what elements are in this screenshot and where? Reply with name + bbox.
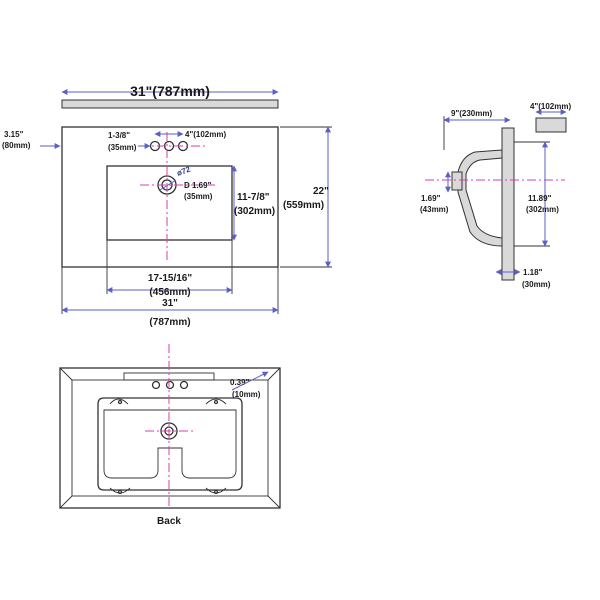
bevel-br [267, 495, 281, 509]
bevel-bl [59, 495, 73, 509]
bottom-drain-outer [160, 422, 178, 440]
label-side-depth: 9"(230mm) [451, 109, 492, 118]
bottom-faucet-hole-left [151, 380, 161, 390]
label-bottom-width-in: 31" [162, 298, 178, 309]
screw-tr [213, 399, 219, 405]
bevel-tl [59, 367, 73, 381]
label-side-drain-offset-mm: (43mm) [420, 205, 449, 214]
label-drain-dia: D 1.69" [184, 181, 212, 190]
label-bottom-edge-in: 0.39" [230, 378, 250, 387]
side-view: 4"(102mm) 9"(230mm) 1.69" (43mm) 11.89" … [420, 102, 571, 289]
screw-tl [117, 399, 123, 405]
label-overall-depth-in: 22" [313, 186, 329, 197]
label-back-edge-in: 3.15" [4, 130, 24, 139]
dim-bottom-edge-leader [231, 371, 269, 391]
label-overall-width: 31"(787mm) [130, 83, 210, 99]
screw-br [213, 489, 219, 495]
bevel-tr [267, 367, 281, 381]
bowl-outline [106, 165, 233, 241]
bottom-view: 0.39" (10mm) Back [59, 344, 281, 527]
label-back-edge-mm: (80mm) [2, 141, 31, 150]
label-bowl-depth-mm: (302mm) [234, 206, 275, 217]
label-faucet-hole-mm: (35mm) [108, 143, 137, 152]
label-drain-dia-mm: (35mm) [184, 192, 213, 201]
backsplash-strip [61, 99, 279, 109]
label-bowl-width-mm: (456mm) [149, 287, 190, 298]
label-side-bowl-height-mm: (302mm) [526, 205, 559, 214]
side-backsplash [535, 117, 567, 133]
bottom-bowl-inner [103, 409, 237, 479]
counter-outline [61, 126, 279, 268]
side-bowl-profile [457, 149, 503, 247]
bottom-faucet-hole-center [165, 380, 175, 390]
label-side-drain-offset-in: 1.69" [421, 194, 441, 203]
label-side-thickness-mm: (30mm) [522, 280, 551, 289]
bottom-bowl-outline [97, 397, 243, 491]
label-side-backsplash: 4"(102mm) [530, 102, 571, 111]
bottom-faucet-hole-right [179, 380, 189, 390]
label-side-thickness-in: 1.18" [523, 268, 543, 277]
label-back-caption: Back [157, 516, 181, 527]
label-overall-depth-mm: (559mm) [283, 200, 324, 211]
label-bottom-width-mm: (787mm) [149, 317, 190, 328]
label-faucet-spacing: 4"(102mm) [185, 130, 226, 139]
top-view: 31"(787mm) 3.15" (80mm) 1-3/8" (35mm) 4"… [2, 83, 332, 328]
label-side-bowl-height-in: 11.89" [528, 194, 552, 203]
clip-tl [109, 398, 129, 405]
side-drain-stub [451, 171, 463, 191]
screw-bl [117, 489, 123, 495]
clip-tr [205, 398, 227, 405]
label-faucet-hole-in: 1-3/8" [108, 131, 130, 140]
side-slab [501, 127, 515, 281]
label-bowl-depth-in: 11-7/8" [237, 192, 270, 203]
label-bottom-edge-mm: (10mm) [232, 390, 261, 399]
dim-drain-leader [159, 179, 177, 191]
bottom-outer-frame [59, 367, 281, 509]
label-bowl-width-in: 17-15/16" [148, 273, 192, 284]
